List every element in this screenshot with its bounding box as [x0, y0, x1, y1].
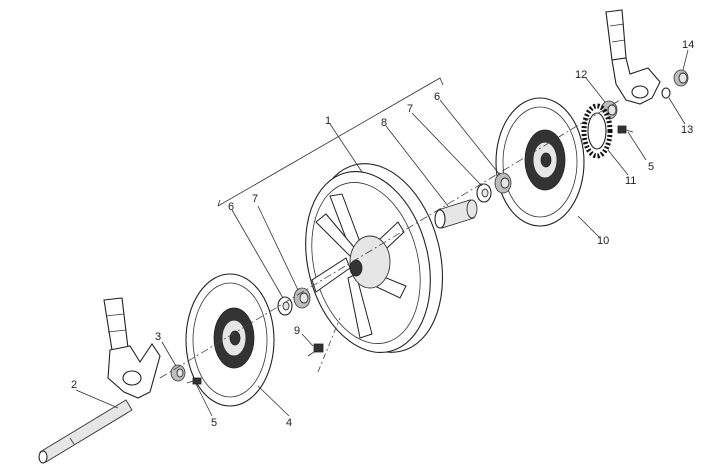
callout-6-right: 6 — [434, 91, 440, 103]
axle-centerline — [159, 99, 621, 379]
callout-14: 14 — [682, 39, 694, 51]
callout-4: 4 — [286, 417, 292, 429]
callout-8: 8 — [381, 117, 387, 129]
right-seal — [476, 183, 492, 203]
callout-5-right: 5 — [648, 161, 654, 173]
left-fork-leg — [103, 297, 161, 399]
spacer-tube — [434, 199, 478, 229]
callout-13: 13 — [681, 124, 693, 136]
callout-2: 2 — [71, 379, 77, 391]
left-seal — [293, 287, 311, 309]
wheel-rim — [305, 163, 444, 353]
callout-3: 3 — [155, 331, 161, 343]
snap-ring — [661, 87, 671, 99]
axle-cap — [673, 69, 689, 87]
right-fork-leg — [605, 9, 661, 105]
bracket-end — [217, 199, 221, 207]
right-caliper-bolt — [617, 125, 634, 134]
callouts: 1 2 3 4 5 5 6 6 7 7 8 9 10 11 12 13 14 — [71, 39, 694, 429]
callout-7-left: 7 — [252, 193, 258, 205]
bolt-centerline — [317, 317, 341, 373]
callout-1: 1 — [325, 115, 331, 127]
left-caliper-bolt — [186, 377, 202, 385]
callout-9: 9 — [294, 325, 300, 337]
callout-11: 11 — [625, 175, 636, 187]
callout-6-left: 6 — [228, 201, 234, 213]
wheel-axle — [38, 399, 133, 464]
disc-bolt — [307, 343, 324, 357]
right-bearing — [494, 172, 512, 194]
callout-5-left: 5 — [211, 417, 217, 429]
callout-10: 10 — [597, 235, 609, 247]
sensor-ring — [581, 103, 613, 159]
callout-12: 12 — [575, 69, 587, 81]
assembly-bracket — [217, 77, 444, 207]
right-brake-disc — [495, 97, 585, 227]
left-brake-disc — [185, 273, 275, 407]
callout-7-right: 7 — [407, 103, 413, 115]
leader-lines — [75, 49, 689, 417]
